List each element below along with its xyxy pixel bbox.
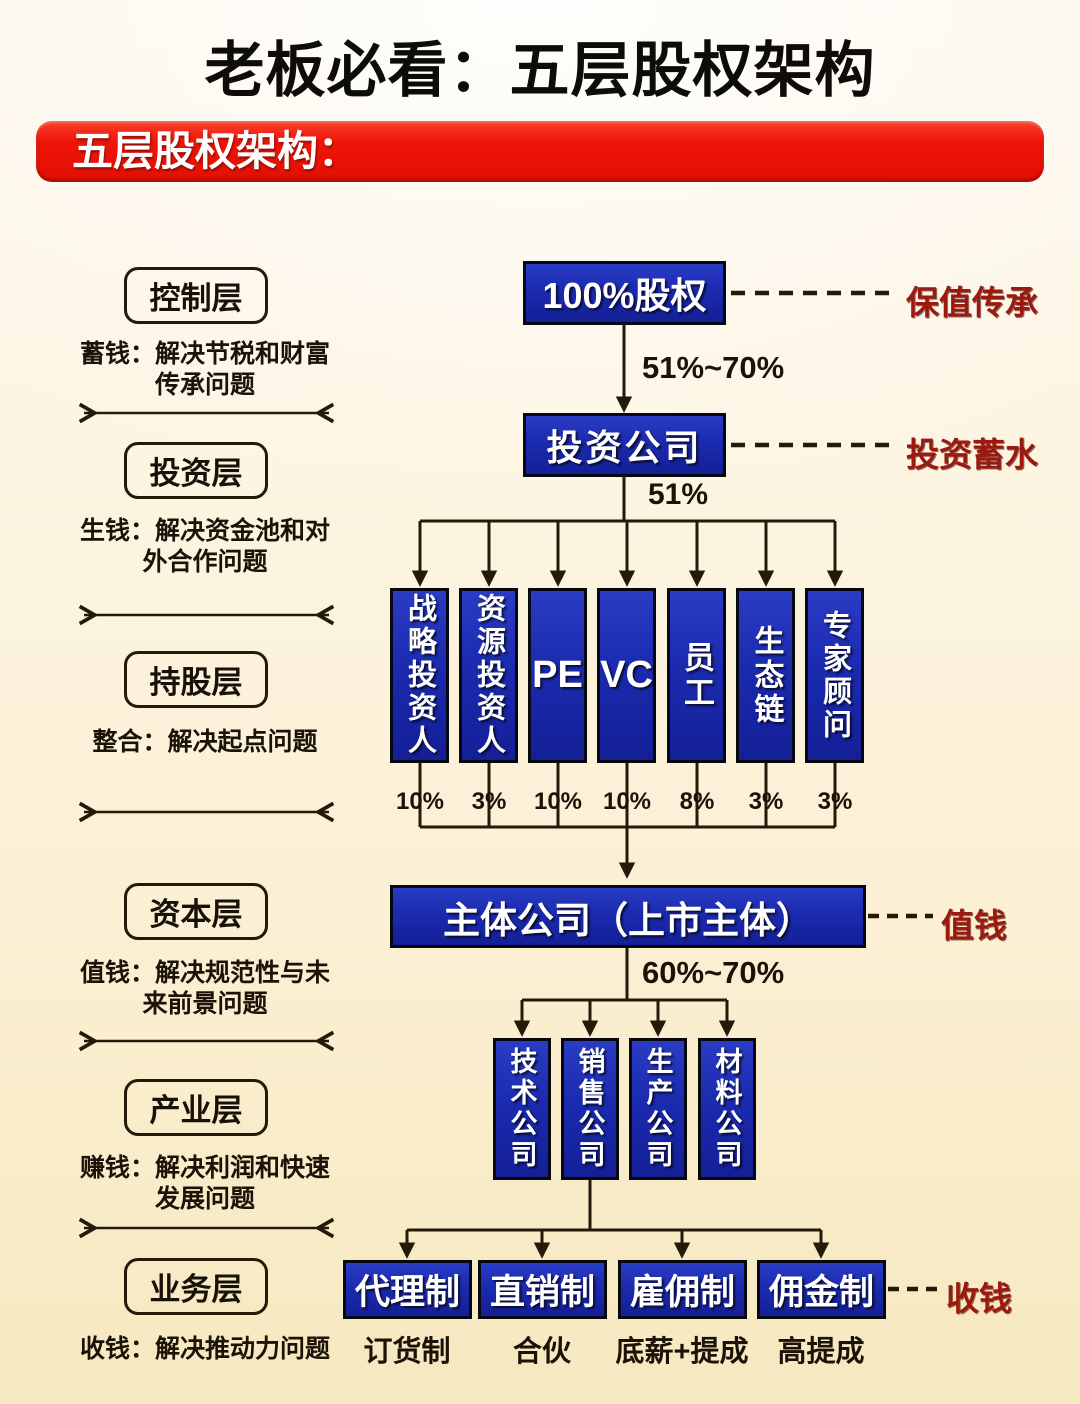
business-sub-label-commission: 高提成 (777, 1336, 865, 1368)
holder-box-employees: 员工 (667, 588, 726, 763)
layer-desc-control: 蓄钱：解决节税和财富 传承问题 (79, 340, 330, 399)
page-title: 老板必看：五层股权架构 (204, 37, 876, 104)
business-sub-label-employment: 底薪+提成 (615, 1336, 749, 1368)
layer-desc-industry: 赚钱：解决利润和快速 发展问题 (79, 1154, 330, 1213)
holder-pct-ecosystem: 3% (748, 788, 784, 815)
annotation-dashed-connectors (731, 290, 940, 1292)
subsidiary-box-sales: 销售公司 (561, 1038, 619, 1180)
annotation-collect-money: 收钱 (946, 1280, 1012, 1317)
business-box-commission: 佣金制 (757, 1260, 886, 1319)
business-box-direct-sales: 直销制 (478, 1260, 607, 1319)
annotation-preserve-inherit: 保值传承 (906, 284, 1038, 321)
equity-box-100pct: 100%股权 (523, 261, 726, 325)
layer-box-holding: 持股层 (124, 651, 268, 708)
holder-box-expert-advisor: 专家顾问 (805, 588, 864, 763)
holder-box-strategic-investor: 战略投资人 (390, 588, 449, 763)
holder-pct-vc: 10% (602, 788, 652, 815)
holder-pct-pe: 10% (533, 788, 583, 815)
investment-company-box: 投资公司 (523, 413, 726, 477)
edge-label-60-70: 60%~70% (642, 955, 785, 990)
business-box-employment: 雇佣制 (618, 1260, 747, 1319)
holder-box-ecosystem: 生态链 (736, 588, 795, 763)
flow-solid-connectors (398, 325, 844, 1259)
subsidiary-box-materials: 材料公司 (698, 1038, 756, 1180)
business-sub-label-agency: 订货制 (363, 1336, 451, 1368)
holder-pct-employees: 8% (679, 788, 715, 815)
layer-box-capital: 资本层 (124, 883, 268, 940)
section-banner: 五层股权架构： (36, 121, 1044, 182)
holder-box-resource-investor: 资源投资人 (459, 588, 518, 763)
layer-box-investment: 投资层 (124, 442, 268, 499)
annotation-valuable: 值钱 (941, 907, 1007, 944)
annotation-invest-reservoir: 投资蓄水 (906, 436, 1038, 473)
layer-desc-holding: 整合：解决起点问题 (92, 728, 318, 756)
edge-label-51-70: 51%~70% (642, 350, 785, 385)
holder-pct-expert-advisor: 3% (817, 788, 853, 815)
layer-desc-capital: 值钱：解决规范性与未 来前景问题 (79, 959, 330, 1018)
holder-pct-resource-investor: 3% (471, 788, 507, 815)
layer-box-business: 业务层 (124, 1258, 268, 1315)
layer-desc-business: 收钱：解决推动力问题 (79, 1335, 330, 1363)
subsidiary-box-production: 生产公司 (629, 1038, 687, 1180)
edge-label-51: 51% (648, 478, 709, 511)
holder-box-pe: PE (528, 588, 587, 763)
section-banner-label: 五层股权架构： (72, 128, 359, 174)
business-sub-label-direct-sales: 合伙 (512, 1336, 571, 1368)
layer-divider-arrows (78, 402, 335, 1239)
layer-box-industry: 产业层 (124, 1079, 268, 1136)
main-company-box: 主体公司（上市主体） (390, 885, 866, 948)
holder-pct-strategic-investor: 10% (395, 788, 445, 815)
business-box-agency: 代理制 (343, 1260, 472, 1319)
subsidiary-box-tech: 技术公司 (493, 1038, 551, 1180)
layer-box-control: 控制层 (124, 267, 268, 324)
holder-box-vc: VC (597, 588, 656, 763)
layer-desc-investment: 生钱：解决资金池和对 外合作问题 (79, 517, 330, 576)
